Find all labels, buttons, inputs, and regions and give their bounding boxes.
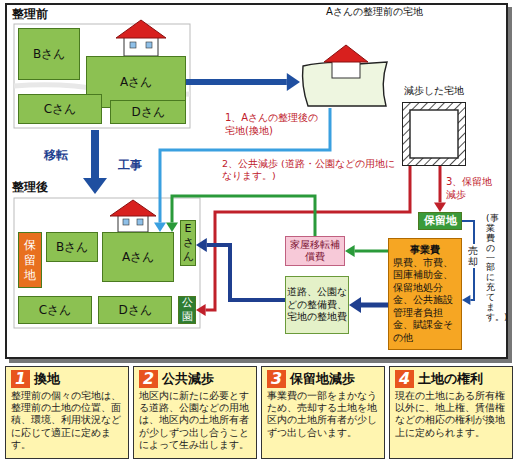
callout-number: 4 [395, 370, 414, 388]
land-parcel: Aさん [102, 232, 174, 282]
land-parcel: Bさん [46, 232, 98, 262]
land-parcel: 保留地 [18, 232, 42, 288]
shape-label: Aさんの整理前の宅地 [326, 6, 426, 19]
explanation-card: 3保留地減歩事業費の一部をまかなうため、売却する土地を地区内の土地所有者が少しず… [261, 366, 385, 459]
card-header: 4土地の権利 [395, 370, 507, 388]
land-parcel: Eさん [180, 220, 196, 266]
card-body: 地区内に新たに必要とする道路、公園などの用地は、地区内の土地所有者が少しずつ出し… [139, 390, 251, 452]
annotation: 工事 [118, 158, 154, 172]
connector-line [186, 79, 287, 85]
house-icon [116, 20, 166, 56]
box-text: Eさん [183, 222, 194, 263]
arrow-head [434, 202, 446, 212]
arrow-head [154, 222, 166, 232]
process-box: 道路、公園などの整備費、宅地の整地費 [285, 276, 349, 334]
arrow-head [83, 178, 107, 194]
arrow-head [462, 295, 470, 305]
card-body: 現在の土地にある所有権以外に、地上権、賃借権などの相応の権利が換地上に定められま… [395, 390, 507, 439]
land-outline [300, 42, 390, 108]
connector [434, 166, 446, 212]
house-roof [324, 45, 368, 62]
parcel-outline [300, 42, 390, 108]
annotation: 整理前 [12, 7, 72, 21]
card-header: 1換地 [11, 370, 123, 388]
box-text: Cさん [44, 102, 76, 117]
box-text: 保留地 [424, 214, 457, 228]
card-title: 公共減歩 [162, 371, 214, 387]
process-box: Aさんの整理前の宅地 [296, 6, 502, 110]
annotation: (事業費の一部に充てます。) [486, 214, 495, 323]
connector-line [355, 250, 388, 253]
arrow-head [345, 245, 355, 257]
connector [345, 245, 388, 257]
box-text: 保留地 [24, 238, 36, 283]
edge-label: 売却 [468, 244, 478, 268]
arrow-head [287, 73, 300, 91]
land-parcel: Bさん [18, 28, 80, 80]
process-box: 保留地 [418, 212, 462, 230]
card-body: 事業費の一部をまかなうため、売却する土地を地区内の土地所有者が少しずつ出し合いま… [267, 390, 379, 439]
land-parcel: Dさん [110, 100, 186, 124]
hatched-square [402, 102, 466, 166]
explanation-card: 1換地整理前の個々の宅地は、整理前の土地の位置、面積、環境、利用状況などに応じて… [5, 366, 129, 459]
box-text: 道路、公園などの整備費、宅地の整地費 [287, 286, 347, 324]
land-parcel: Cさん [18, 94, 102, 124]
map-ground [14, 24, 190, 128]
box-text: Bさん [33, 47, 65, 62]
explanation-card: 2公共減歩地区内に新たに必要とする道路、公園などの用地は、地区内の土地所有者が少… [133, 366, 257, 459]
process-box: 家屋移転補償費 [285, 236, 345, 266]
box-text: Aさん [120, 75, 152, 90]
land-parcel: 公園 [178, 296, 196, 324]
land-parcel: Cさん [18, 296, 92, 324]
connector-line [207, 245, 285, 300]
edge-label: 1、Aさんの整理後の宅地(換地) [225, 112, 325, 137]
connector-line [439, 166, 442, 202]
card-body: 整理前の個々の宅地は、整理前の土地の位置、面積、環境、利用状況などに応じて適正に… [11, 390, 123, 452]
reduced-lot [402, 102, 466, 166]
arrow-head [196, 238, 207, 252]
box-text: Aさん [122, 250, 154, 265]
callout-number: 2 [139, 370, 158, 388]
box-text: 県費、市費、国庫補助金、保留地処分金、公共施設管理者負担金、賦課金その他 [393, 257, 457, 345]
box-heading: 事業費 [410, 244, 440, 257]
connector [349, 297, 388, 313]
card-title: 換地 [34, 371, 60, 387]
box-text: Dさん [118, 303, 151, 318]
move-arrow [91, 130, 99, 180]
card-title: 保留地減歩 [290, 371, 355, 387]
edge-label: 3、保留地減歩 [446, 176, 502, 201]
land-parcel: Dさん [98, 296, 172, 324]
arrow-head [196, 304, 206, 316]
connector [196, 238, 285, 300]
box-text: Bさん [56, 240, 88, 255]
box-text: 公園 [182, 296, 193, 324]
card-header: 3保留地減歩 [267, 370, 379, 388]
card-title: 土地の権利 [418, 371, 483, 387]
arrow-head [349, 297, 361, 313]
annotation: 移転 [44, 148, 84, 162]
explanation-card: 4土地の権利現在の土地にある所有権以外に、地上権、賃借権などの相応の権利が換地上… [389, 366, 513, 459]
callout-number: 3 [267, 370, 286, 388]
house-wall [332, 60, 360, 78]
process-box: 減歩した宅地 [396, 84, 472, 172]
box-text: 家屋移転補償費 [287, 239, 343, 264]
shape-label: 減歩した宅地 [396, 84, 472, 97]
arrow-head [166, 222, 178, 232]
house-icon [110, 200, 156, 232]
callout-number: 1 [11, 370, 30, 388]
connector-line [361, 303, 388, 308]
box-text: Cさん [39, 303, 71, 318]
annotation: 整理後 [12, 180, 72, 194]
edge-label: 2、公共減歩 (道路・公園などの用地になります。) [222, 158, 404, 182]
card-header: 2公共減歩 [139, 370, 251, 388]
process-box: 事業費県費、市費、国庫補助金、保留地処分金、公共施設管理者負担金、賦課金その他 [388, 238, 462, 350]
connector [186, 73, 300, 91]
box-text: Dさん [131, 105, 164, 120]
